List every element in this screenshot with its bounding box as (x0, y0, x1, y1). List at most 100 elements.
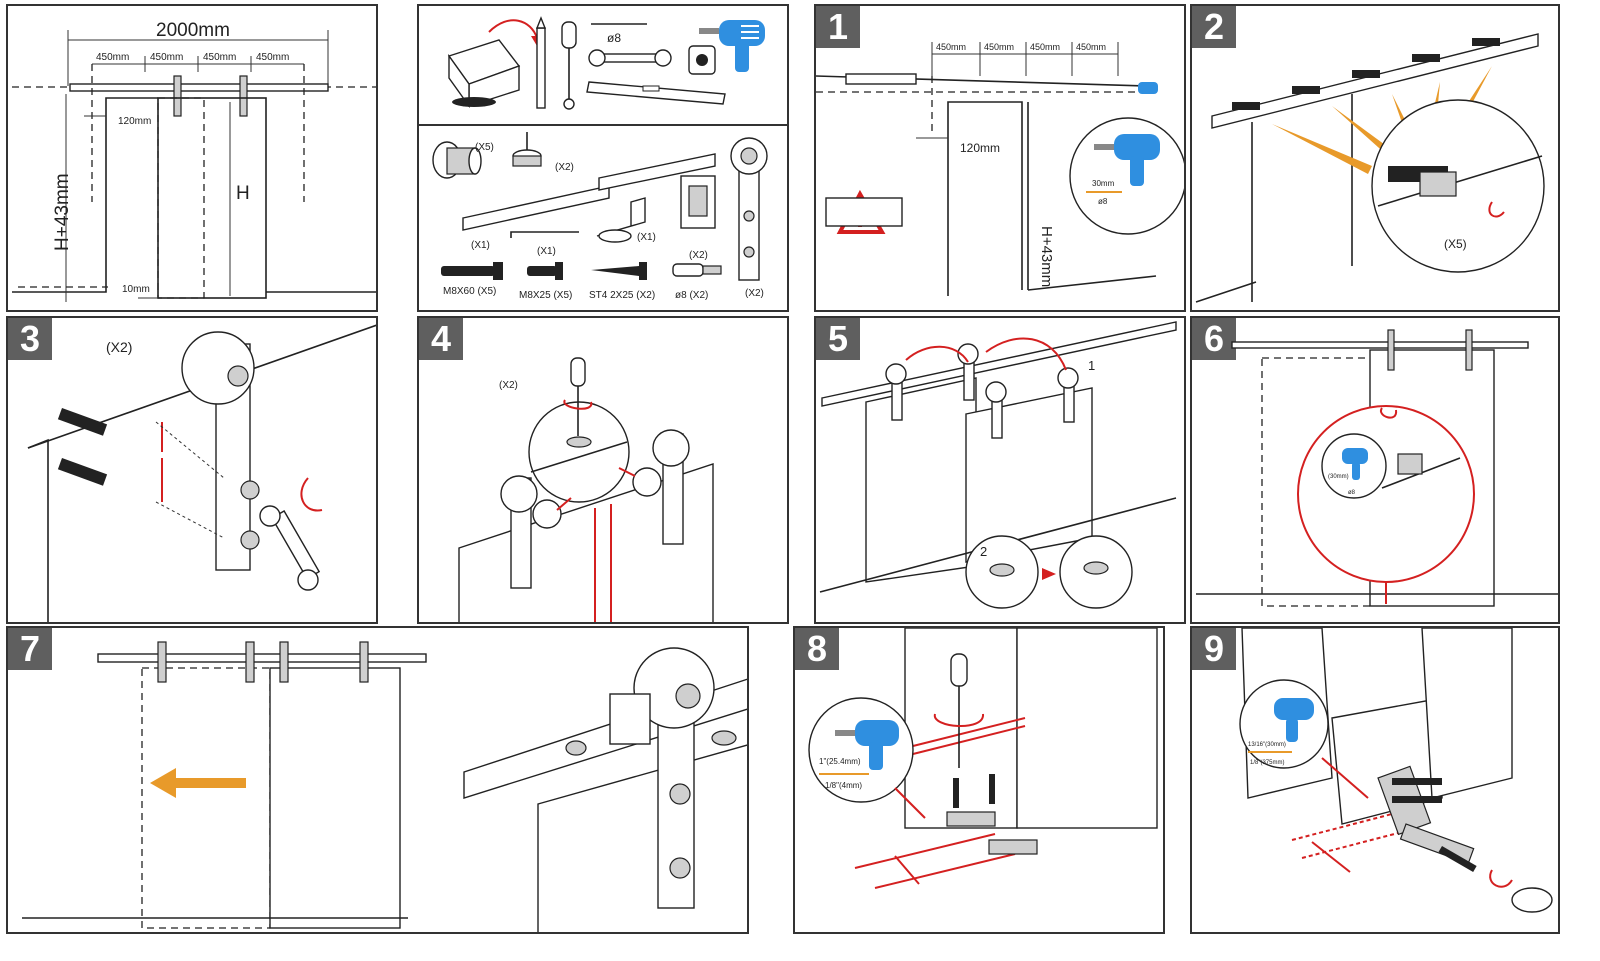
wall-spacer-part (432, 141, 482, 179)
part-qty: (X1) (637, 232, 656, 243)
qty-label: (X5) (1444, 237, 1467, 251)
drill-diameter: 1/8"(4mm) (825, 781, 862, 790)
drill-icon (1342, 448, 1368, 464)
layout-dimensions-panel: 2000mm 450mm 450mm 450mm 450mm H H+43mm (6, 4, 378, 312)
spacing-label: 450mm (203, 52, 236, 63)
tools-panel: ø8 (417, 4, 789, 126)
bolt-m8x25 (527, 262, 563, 280)
detail-callout (528, 401, 630, 503)
spacing-label: 450mm (984, 42, 1014, 52)
spacing-label: 450mm (256, 52, 289, 63)
step-7-diagram (22, 641, 747, 932)
part-qty: (X2) (689, 250, 708, 261)
step-2-panel: 2 (X5) (1190, 4, 1560, 312)
drill-icon (1274, 698, 1314, 720)
step-9-panel: 9 13/16"(30mm) 1/8"(375mm) (1190, 626, 1560, 934)
height-label: H+43mm (52, 173, 73, 251)
pencil-icon (536, 27, 546, 109)
callout-label: 1 (1088, 358, 1095, 373)
height-label: H+43mm (1038, 226, 1055, 287)
step-number: 1 (816, 6, 860, 48)
drill-depth: 30mm (1092, 179, 1115, 188)
part-qty: (X1) (537, 246, 556, 257)
parts-panel: (X5) (X2) (X1) (X1) (X1) (X2) (417, 124, 789, 312)
allen-key-part (510, 231, 579, 238)
drill-callout (1239, 679, 1329, 769)
step-number: 9 (1192, 628, 1236, 670)
spacing-label: 450mm (150, 52, 183, 63)
step-4-diagram: (X2) (458, 357, 714, 622)
wood-screw (591, 262, 647, 280)
wrench-icon (588, 49, 672, 67)
step-number: 8 (795, 628, 839, 670)
qty-label: (X2) (499, 380, 518, 391)
step-9-diagram: 13/16"(30mm) 1/8"(375mm) (1239, 628, 1553, 913)
level-icon (586, 81, 726, 105)
step-number: 2 (1192, 6, 1236, 48)
step-5-diagram: 1 2 (819, 321, 1177, 609)
wall-anchor (672, 263, 722, 277)
spacing-label: 450mm (96, 52, 129, 63)
screwdriver-icon (950, 653, 968, 687)
screwdriver-icon (561, 21, 577, 110)
step-1-diagram: 450mm 450mm 450mm 450mm 120mm H+43mm 30m… (816, 42, 1184, 296)
screw-label: M8X60 (X5) (443, 286, 496, 297)
drill-depth: (30mm) (1328, 474, 1349, 480)
screw-label: ST4 2X25 (X2) (589, 290, 655, 301)
part-qty: (X2) (555, 162, 574, 173)
tape-measure-icon (688, 45, 716, 75)
step-3-panel: 3 (X2) (6, 316, 378, 624)
parts-diagram: (X5) (X2) (X1) (X1) (X1) (X2) (432, 132, 768, 301)
part-qty: (X5) (475, 142, 494, 153)
total-width-label: 2000mm (156, 20, 230, 41)
step-number: 4 (419, 318, 463, 360)
drill-icon (855, 720, 899, 746)
drill-depth: 13/16"(30mm) (1248, 742, 1286, 748)
step-6-panel: 6 (30mm) ø8 (1190, 316, 1560, 624)
part-qty: (X1) (471, 240, 490, 251)
drill-depth: 1"(25.4mm) (819, 757, 861, 766)
rail-part (462, 185, 610, 231)
layout-diagram: 2000mm 450mm 450mm 450mm 450mm H H+43mm (12, 20, 376, 302)
spacing-label: 450mm (1076, 42, 1106, 52)
qty-label: (X2) (106, 339, 132, 355)
slide-arrow (172, 778, 246, 788)
floor-guide-part (596, 197, 646, 243)
step-6-diagram: (30mm) ø8 (1196, 329, 1558, 607)
step-number: 7 (8, 628, 52, 670)
wrench-icon (259, 505, 321, 591)
drill-diameter: ø8 (1348, 490, 1356, 496)
step-7-panel: 7 (6, 626, 749, 934)
anti-jump-part (680, 175, 716, 229)
step-2-diagram: (X5) (1195, 33, 1545, 303)
drill-diameter: ø8 (1098, 197, 1108, 206)
spacing-label: 450mm (936, 42, 966, 52)
rail-stopper-part (512, 132, 542, 167)
detail-callout (1371, 99, 1545, 273)
toolbox-icon (447, 39, 521, 109)
step-8-panel: 8 1"(25.4mm) 1/8"(4mm) (793, 626, 1165, 934)
detail-callout (1297, 405, 1475, 583)
screwdriver-icon (570, 357, 586, 387)
screw-label: M8X25 (X5) (519, 290, 572, 301)
bolts-row (1232, 38, 1500, 110)
drill-diameter: 1/8"(375mm) (1250, 760, 1284, 766)
drill-bit-size: ø8 (607, 31, 621, 45)
door-height-label: H (236, 183, 250, 204)
hanger-strap-part (730, 137, 768, 281)
step-3-diagram: (X2) (27, 324, 376, 622)
gap-label: 10mm (122, 284, 150, 295)
drill-icon (1114, 134, 1160, 160)
screw-label: ø8 (X2) (675, 290, 708, 301)
offset-label: 120mm (118, 116, 151, 127)
step-number: 5 (816, 318, 860, 360)
bolt-m8x60 (441, 262, 503, 280)
step-8-diagram: 1"(25.4mm) 1/8"(4mm) (808, 628, 1158, 889)
offset-label: 120mm (960, 141, 1000, 155)
step-4-panel: 4 (X2) (417, 316, 789, 624)
callout-label: 2 (980, 544, 987, 559)
part-qty: (X2) (745, 288, 764, 299)
step-5-panel: 5 1 2 (814, 316, 1186, 624)
spacing-label: 450mm (1030, 42, 1060, 52)
step-1-panel: 1 450mm 450mm 450mm 450mm 120mm H+43mm 3… (814, 4, 1186, 312)
